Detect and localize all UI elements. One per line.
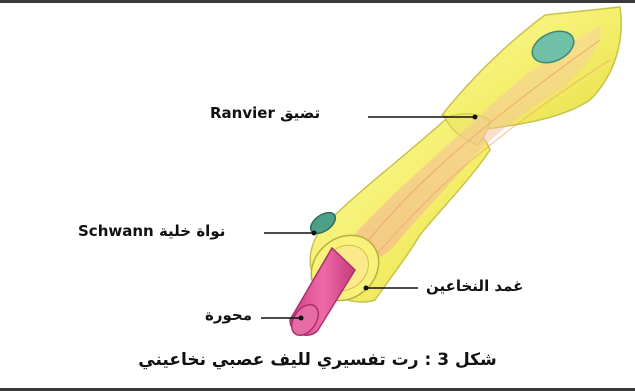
label-axon: محورة: [205, 306, 252, 324]
ranvier-leader-dot: [473, 115, 478, 120]
internal-core: [345, 25, 601, 260]
label-ranvier: تضيق Ranvier: [210, 104, 320, 122]
figure-caption: شكل 3 : رت تفسيري لليف عصبي نخاعيني: [0, 350, 635, 370]
myelin-segment-upper: [442, 7, 621, 130]
axon-leader-dot: [299, 316, 304, 321]
label-myelin-sheath: غمد النخاعين: [426, 277, 523, 295]
myelin-leader-dot: [364, 286, 369, 291]
label-schwann-nucleus: نواة خلية Schwann: [78, 222, 225, 240]
schwann-leader-dot: [312, 231, 317, 236]
